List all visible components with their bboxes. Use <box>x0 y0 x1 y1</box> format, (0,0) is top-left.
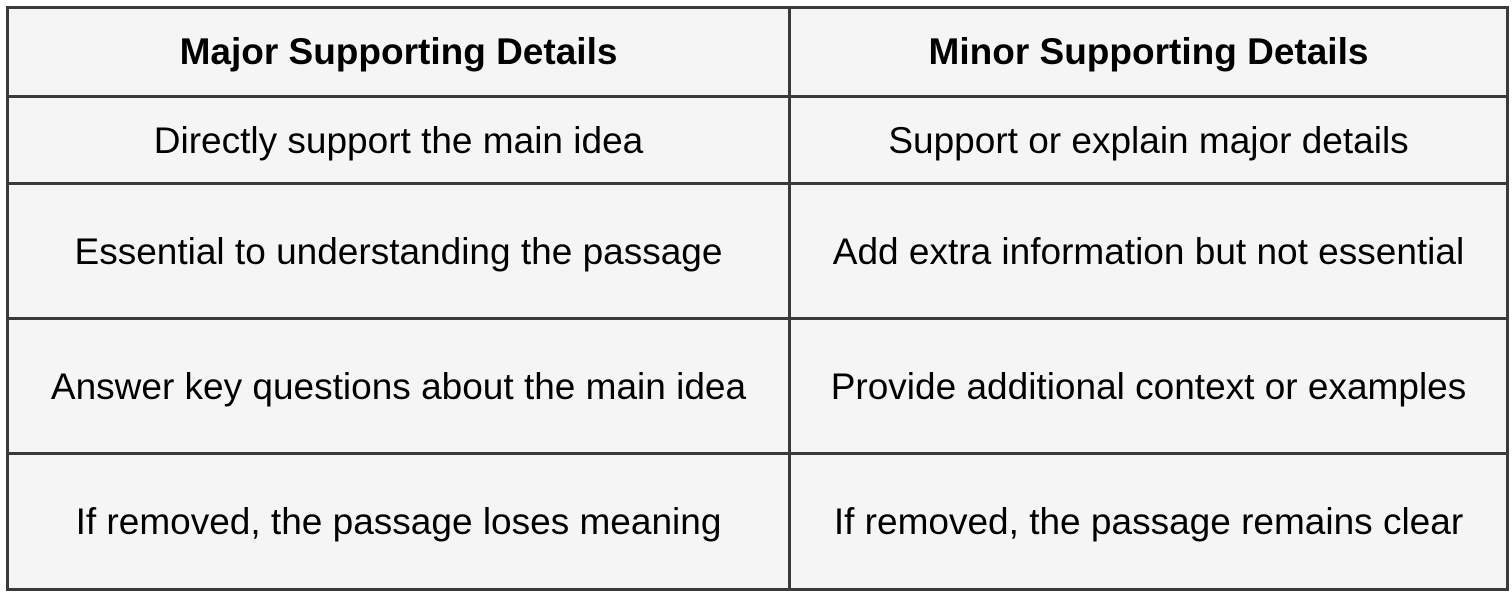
table-cell-major: Answer key questions about the main idea <box>6 317 791 455</box>
table-cell-minor: Support or explain major details <box>788 95 1509 185</box>
table-cell-major: If removed, the passage loses meaning <box>6 452 791 591</box>
table-cell-minor: If removed, the passage remains clear <box>788 452 1509 591</box>
table-row: Answer key questions about the main idea… <box>6 317 1509 455</box>
table-cell-minor: Add extra information but not essential <box>788 182 1509 320</box>
comparison-table-container: Major Supporting Details Minor Supportin… <box>6 6 1509 591</box>
column-header-minor: Minor Supporting Details <box>788 6 1509 98</box>
table-row: If removed, the passage loses meaning If… <box>6 452 1509 591</box>
table-row: Directly support the main idea Support o… <box>6 95 1509 185</box>
table-cell-minor: Provide additional context or examples <box>788 317 1509 455</box>
column-header-major: Major Supporting Details <box>6 6 791 98</box>
table-header-row: Major Supporting Details Minor Supportin… <box>6 6 1509 98</box>
table-cell-major: Directly support the main idea <box>6 95 791 185</box>
comparison-table: Major Supporting Details Minor Supportin… <box>6 6 1509 591</box>
table-row: Essential to understanding the passage A… <box>6 182 1509 320</box>
table-cell-major: Essential to understanding the passage <box>6 182 791 320</box>
